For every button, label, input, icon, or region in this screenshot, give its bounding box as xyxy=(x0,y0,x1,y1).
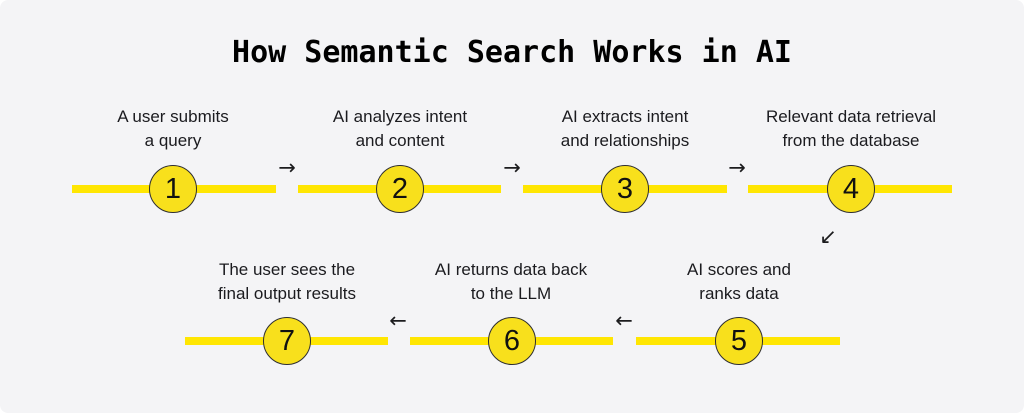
step-4-label-line1: Relevant data retrieval xyxy=(765,107,937,126)
step-7-label-line2: final output results xyxy=(218,284,356,303)
step-1-label-line2: a query xyxy=(144,131,202,150)
step-3-number: 3 xyxy=(616,172,634,205)
down-left-arrow-icon: ↙ xyxy=(819,224,837,249)
step-1-label: A user submits a query xyxy=(117,105,229,153)
step-4-number: 4 xyxy=(842,172,860,205)
step-1-circle: 1 xyxy=(149,165,197,213)
step-5-label-line1: AI scores and xyxy=(687,260,791,279)
left-arrow-icon: ← xyxy=(615,308,633,333)
left-arrow-icon: ← xyxy=(389,308,407,333)
step-2-circle: 2 xyxy=(376,165,424,213)
step-6-label-line1: AI returns data back xyxy=(434,260,588,279)
step-6-label: AI returns data back to the LLM xyxy=(435,258,587,306)
step-3-label-line2: and relationships xyxy=(560,131,690,150)
step-4-label: Relevant data retrieval from the databas… xyxy=(766,105,936,153)
right-arrow-icon: → xyxy=(278,155,296,180)
step-5-number: 5 xyxy=(730,324,748,357)
step-3-label-line1: AI extracts intent xyxy=(561,107,689,126)
step-5-circle: 5 xyxy=(715,317,763,365)
step-5-label-line2: ranks data xyxy=(699,284,779,303)
step-7-circle: 7 xyxy=(263,317,311,365)
step-3-circle: 3 xyxy=(601,165,649,213)
step-7-label-line1: The user sees the xyxy=(218,260,356,279)
step-6-circle: 6 xyxy=(488,317,536,365)
step-2-label-line2: and content xyxy=(355,131,445,150)
step-7-label: The user sees the final output results xyxy=(218,258,356,306)
step-7-number: 7 xyxy=(278,324,296,357)
step-2-number: 2 xyxy=(391,172,409,205)
step-6-label-line2: to the LLM xyxy=(470,284,552,303)
step-1-number: 1 xyxy=(164,172,182,205)
step-3-label: AI extracts intent and relationships xyxy=(561,105,690,153)
step-1-label-line1: A user submits xyxy=(117,107,229,126)
step-2-label: AI analyzes intent and content xyxy=(333,105,467,153)
right-arrow-icon: → xyxy=(503,155,521,180)
step-4-label-line2: from the database xyxy=(782,131,920,150)
page-title: How Semantic Search Works in AI xyxy=(232,35,792,70)
step-5-label: AI scores and ranks data xyxy=(687,258,791,306)
step-2-label-line1: AI analyzes intent xyxy=(332,107,468,126)
step-6-number: 6 xyxy=(503,324,521,357)
right-arrow-icon: → xyxy=(728,155,746,180)
step-4-circle: 4 xyxy=(827,165,875,213)
